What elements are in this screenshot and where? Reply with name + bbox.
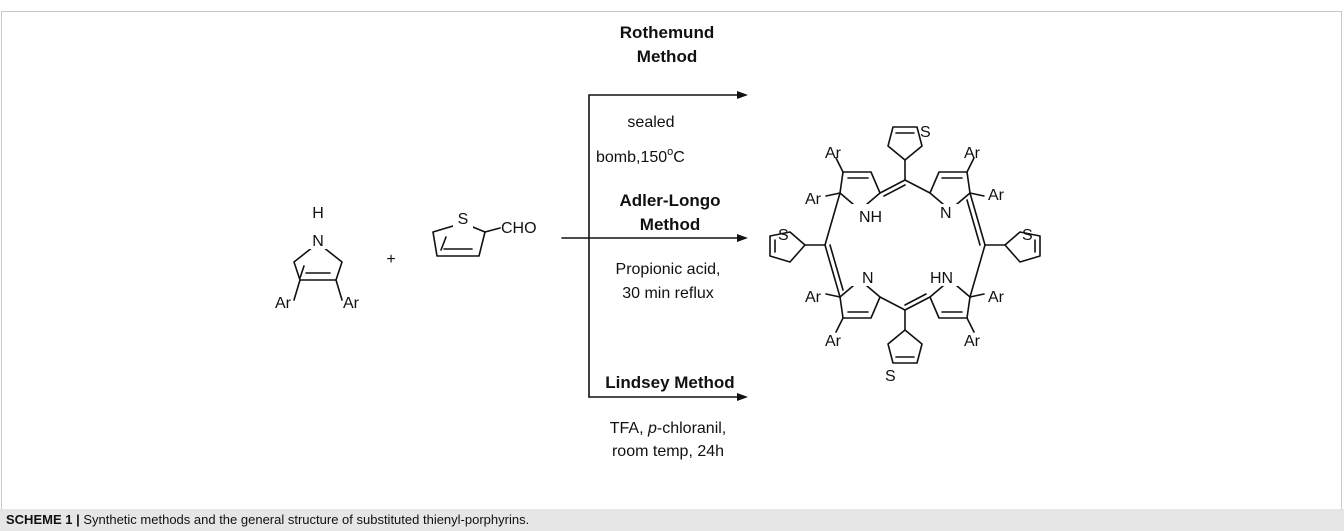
thienyl-ring-bottom	[887, 329, 923, 364]
scheme-frame	[1, 11, 1342, 520]
caption-label: SCHEME 1 |	[6, 512, 80, 527]
thienyl-s-bottom: S	[885, 368, 896, 385]
meso-double-bond	[829, 244, 844, 291]
ar-label-3: Ar	[964, 145, 981, 162]
pyrrole-ar-left: Ar	[275, 295, 292, 312]
aryl-bond	[825, 293, 841, 298]
lindsey-cond-1: TFA, p-chloranil,	[610, 420, 727, 437]
ar-label-5: Ar	[805, 289, 822, 306]
cho-label: CHO	[501, 220, 537, 237]
s-mask	[453, 210, 473, 230]
caption-bar: SCHEME 1 | Synthetic methods and the gen…	[0, 509, 1344, 531]
thienyl-ring-top	[887, 126, 923, 161]
adler-cond-1: Propionic acid,	[616, 261, 721, 278]
aryl-bond	[825, 192, 841, 197]
rothemund-arrowhead	[737, 91, 748, 99]
pyrrole-ring-bottom-left	[839, 279, 881, 319]
aryl-bond	[835, 317, 844, 333]
scheme-caption: SCHEME 1 | Synthetic methods and the gen…	[6, 512, 529, 527]
n-mask	[940, 204, 960, 222]
thienyl-s-top: S	[920, 124, 931, 141]
n-label-lower: N	[862, 270, 874, 287]
lindsey-cond-2: room temp, 24h	[612, 443, 724, 460]
thienyl-ring-right	[1004, 231, 1041, 263]
hn-label: HN	[930, 270, 953, 287]
adler-name-2: Method	[640, 215, 700, 234]
ar-label-2: Ar	[805, 191, 822, 208]
thienyl-s-right: S	[1022, 227, 1033, 244]
nh-label: NH	[859, 209, 882, 226]
thienyl-s-left: S	[778, 227, 789, 244]
pyrrole-n-label: N	[312, 233, 324, 250]
adler-arrowhead	[737, 234, 748, 242]
thienyl-ring-left	[769, 231, 806, 263]
rothemund-name-1: Rothemund	[620, 23, 714, 42]
ar-label-6: Ar	[825, 333, 842, 350]
meso-bridge-top	[879, 179, 931, 194]
n-mask	[850, 268, 870, 286]
caption-text: Synthetic methods and the general struct…	[79, 512, 530, 527]
pyrrole-ring-top-right	[929, 171, 971, 211]
pyrrole-ar-right: Ar	[343, 295, 360, 312]
nh-mask	[850, 204, 870, 222]
pyrrole-ring-top-left	[839, 171, 881, 211]
porphyrin-structure	[769, 126, 1041, 364]
rothemund-cond-1: sealed	[627, 114, 674, 131]
meso-double-bond	[966, 199, 981, 246]
ar-label-1: Ar	[825, 145, 842, 162]
rothemund-name-2: Method	[637, 47, 697, 66]
reaction-scheme: H N Ar Ar + S CHO Rothemund Method seale…	[275, 23, 1041, 460]
plus-sign: +	[386, 251, 395, 268]
thiophene-aldehyde-structure: S CHO	[432, 210, 537, 257]
n-label-upper: N	[940, 205, 952, 222]
meso-bridge-left	[824, 192, 841, 298]
pyrrole-structure: H N Ar Ar	[275, 205, 360, 312]
meso-double-bond	[904, 293, 927, 306]
thiophene-double-bond	[440, 236, 447, 251]
adler-name-1: Adler-Longo	[619, 191, 720, 210]
lindsey-arrowhead	[737, 393, 748, 401]
ar-label-8: Ar	[964, 333, 981, 350]
pyrrole-ring-bottom-right	[929, 279, 971, 319]
aryl-bond	[966, 157, 975, 173]
thiophene-s-label: S	[458, 211, 469, 228]
aryl-bond	[966, 317, 975, 333]
thiophene-ring	[432, 222, 486, 257]
aryl-bond	[969, 192, 985, 197]
aryl-bond	[835, 157, 844, 173]
pyrrole-ar-bond	[293, 279, 301, 301]
rothemund-cond-2: bomb,150oC	[596, 146, 685, 166]
pyrrole-ring	[293, 242, 343, 281]
lindsey-name: Lindsey Method	[605, 373, 734, 392]
pyrrole-h-label: H	[312, 205, 324, 222]
ar-label-4: Ar	[988, 187, 1005, 204]
meso-double-bond	[883, 184, 906, 197]
meso-bridge-bottom	[879, 296, 931, 311]
adler-cond-2: 30 min reflux	[622, 285, 714, 302]
hn-mask	[940, 268, 960, 286]
meso-bridge-right	[969, 192, 986, 298]
pyrrole-ar-bond	[335, 279, 343, 301]
pyrrole-double-bond	[299, 265, 305, 279]
cho-bond	[484, 227, 501, 233]
reaction-arrows	[561, 91, 748, 401]
n-mask	[308, 231, 328, 249]
aryl-bond	[969, 293, 985, 298]
ar-label-7: Ar	[988, 289, 1005, 306]
